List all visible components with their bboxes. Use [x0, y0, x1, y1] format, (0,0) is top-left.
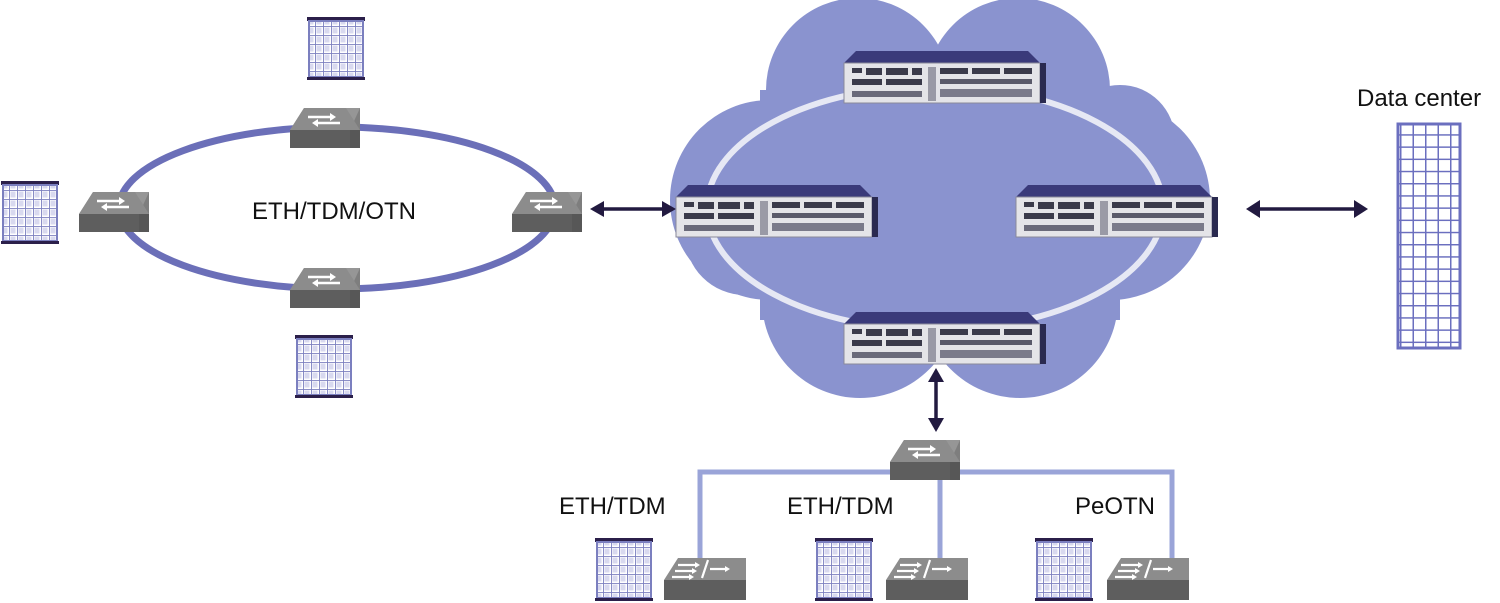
switch-icon: [884, 556, 970, 602]
core-cloud: [670, 0, 1210, 398]
ring-label: ETH/TDM/OTN: [252, 198, 416, 225]
data-center-label: Data center: [1357, 85, 1482, 112]
rack-router-icon: [1015, 184, 1219, 238]
rack-router-icon: [843, 50, 1047, 104]
building-icon: [294, 334, 354, 399]
tree-lines: [697, 469, 1175, 570]
datacenter-icon: [1396, 122, 1462, 350]
rack-router-icon: [843, 311, 1047, 365]
rack-router-icon: [675, 184, 879, 238]
switch-icon: [662, 556, 748, 602]
switch-icon: [288, 266, 362, 310]
building-icon: [594, 537, 654, 602]
arrows: [590, 200, 1368, 432]
building-icon: [306, 16, 366, 81]
building-icon: [814, 537, 874, 602]
branch-right-label: PeOTN: [1075, 493, 1156, 520]
branch-left-label: ETH/TDM: [559, 493, 666, 520]
switch-icon: [288, 106, 362, 150]
building-icon: [1034, 537, 1094, 602]
switch-icon: [888, 438, 962, 482]
switch-icon: [77, 190, 151, 234]
building-icon: [0, 180, 60, 245]
branch-middle-label: ETH/TDM: [787, 493, 894, 520]
switch-icon: [510, 190, 584, 234]
switch-icon: [1105, 556, 1191, 602]
